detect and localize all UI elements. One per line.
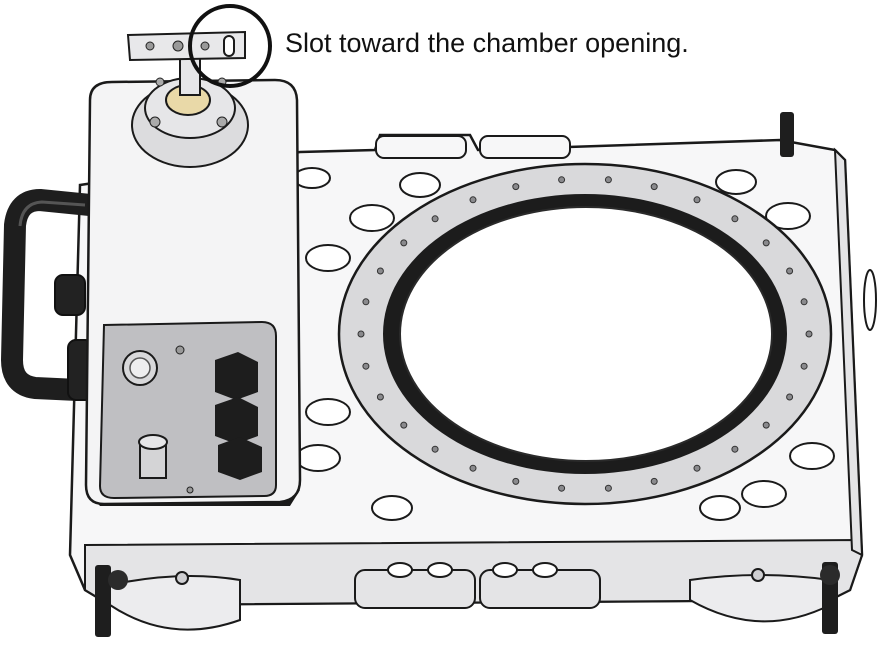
ring-bolt — [431, 215, 439, 223]
handle-grip — [1, 189, 92, 401]
mount-post — [179, 54, 201, 96]
ring-bolt — [604, 484, 612, 492]
slotted-bracket — [126, 30, 246, 62]
mounting-hole — [399, 172, 441, 198]
base-plate-right-lip — [833, 147, 864, 557]
ring-bolt — [693, 196, 701, 204]
mounting-hole — [387, 562, 413, 578]
ring-bolt — [800, 298, 808, 306]
ring-bolt — [762, 421, 770, 429]
bracket-screw — [172, 40, 184, 52]
ring-bolt — [558, 484, 566, 492]
ring-bolt — [604, 176, 612, 184]
connector — [218, 437, 262, 480]
clamp-front-left — [95, 565, 111, 637]
mounting-hole — [492, 562, 518, 578]
clamp-knob — [820, 565, 840, 585]
mounting-hole — [305, 244, 351, 272]
bracket-slot — [223, 35, 235, 57]
mounting-hole — [765, 202, 811, 230]
mounting-hole — [715, 169, 757, 195]
ring-bolt — [805, 330, 813, 338]
ring-bolt — [362, 362, 370, 370]
ring-bolt — [376, 267, 384, 275]
callout-circle — [188, 4, 272, 88]
control-box — [84, 30, 302, 506]
handle-highlight — [18, 200, 86, 227]
ring-bolt — [650, 477, 658, 485]
ring-bolt — [469, 464, 477, 472]
ring-bolt — [469, 196, 477, 204]
chamber-opening — [399, 206, 773, 462]
mounting-hole — [305, 398, 351, 426]
foot-left — [109, 575, 241, 631]
mounting-hole — [371, 495, 413, 521]
panel-indicator-inner — [129, 357, 151, 379]
ring-bolt — [431, 445, 439, 453]
ring-bolt — [400, 421, 408, 429]
mounting-hole — [349, 204, 395, 232]
callout-label: Slot toward the chamber opening. — [285, 28, 689, 58]
connector-cables — [215, 352, 262, 480]
clamp-knob — [108, 570, 128, 590]
panel-screw — [175, 345, 185, 355]
foot-right — [689, 574, 831, 623]
front-tab-left — [354, 569, 476, 609]
screw — [751, 568, 765, 582]
ring-bolt — [512, 183, 520, 191]
ring-bolt — [650, 183, 658, 191]
ring-bolt — [731, 215, 739, 223]
screw — [175, 571, 189, 585]
mounting-hole — [293, 167, 331, 189]
mounting-hole — [427, 562, 453, 578]
mount-screw — [155, 77, 165, 87]
ring-bolt — [357, 330, 365, 338]
mounting-hole — [699, 495, 741, 521]
ring-bolt — [731, 445, 739, 453]
ring-bolt — [762, 239, 770, 247]
panel-knob — [138, 434, 168, 479]
mounting-holes — [293, 167, 877, 578]
chamber-ring — [337, 162, 833, 506]
front-screws — [175, 568, 765, 585]
connector — [215, 397, 258, 444]
ring-bolt — [800, 362, 808, 370]
bracket-screw — [145, 41, 155, 51]
mount-screw — [216, 116, 228, 128]
connector — [215, 352, 258, 400]
mounting-hole — [789, 442, 835, 470]
ring-bolts — [357, 176, 813, 492]
ring-bolt — [512, 477, 520, 485]
ring-bolt — [693, 464, 701, 472]
bracket-screw — [200, 41, 210, 51]
ring-bolt — [400, 239, 408, 247]
top-tab-left — [375, 135, 467, 159]
mounting-hole — [532, 562, 558, 578]
ring-bolt — [786, 267, 794, 275]
knob-top — [138, 434, 168, 450]
mounting-hole — [741, 480, 787, 508]
mounting-hole — [863, 269, 877, 331]
clamps — [95, 112, 840, 637]
ring-bolt — [786, 393, 794, 401]
ring-bolt — [376, 393, 384, 401]
clamp-back-right — [780, 112, 794, 157]
mounting-hole — [295, 444, 341, 472]
mount-screw — [149, 116, 161, 128]
ring-bolt — [558, 176, 566, 184]
handle-mount — [54, 274, 86, 316]
ring-bolt — [362, 298, 370, 306]
top-tab-right — [479, 135, 571, 159]
panel-screw — [186, 486, 194, 494]
